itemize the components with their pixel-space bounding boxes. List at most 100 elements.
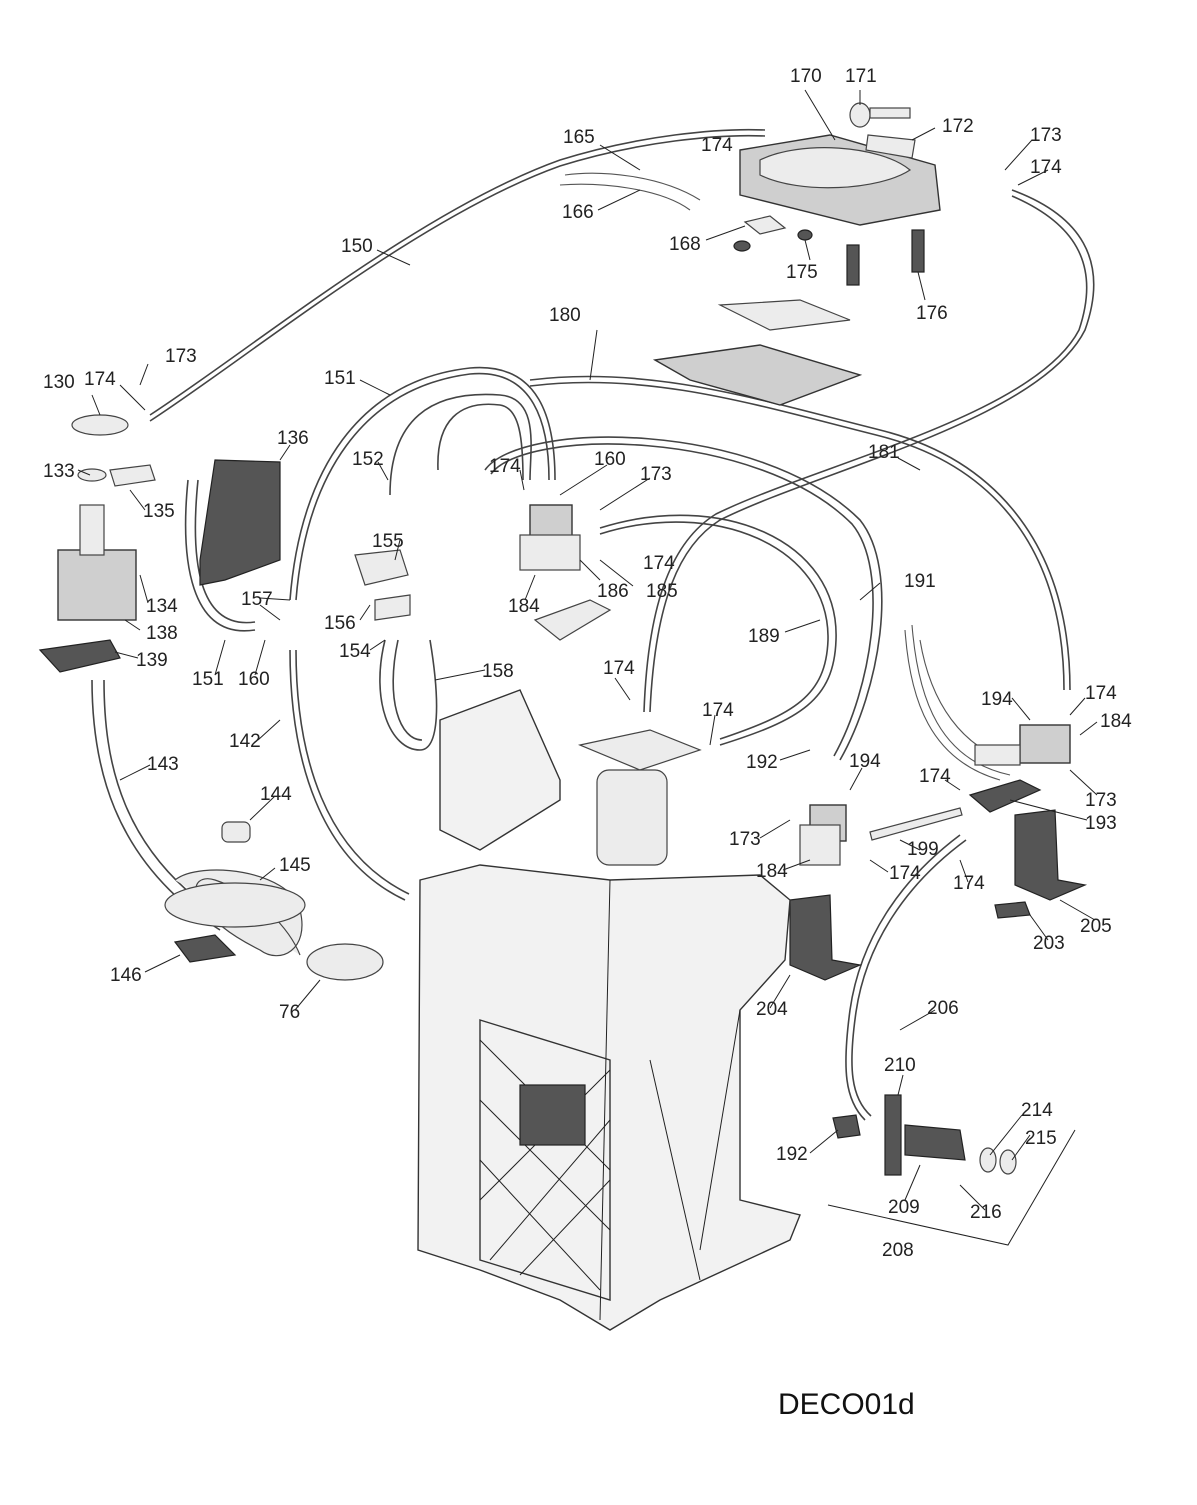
label-174: 174 xyxy=(489,456,521,477)
hose-181-inner xyxy=(643,195,1088,713)
label-209: 209 xyxy=(888,1197,920,1218)
label-133: 133 xyxy=(43,461,75,482)
label-151: 151 xyxy=(192,669,224,690)
hose-150 xyxy=(149,128,766,416)
label-157: 157 xyxy=(241,589,273,610)
part-193 xyxy=(968,779,1042,813)
label-151: 151 xyxy=(324,368,356,389)
oring-133 xyxy=(77,468,107,482)
hose-180 xyxy=(529,375,1071,691)
label-191: 191 xyxy=(904,571,936,592)
label-173: 173 xyxy=(640,464,672,485)
oring-215 xyxy=(999,1149,1017,1175)
label-176: 176 xyxy=(916,303,948,324)
base-plate xyxy=(652,344,863,406)
bracket-139 xyxy=(38,639,121,673)
label-173: 173 xyxy=(1030,125,1062,146)
fitting-135 xyxy=(109,464,156,487)
label-172: 172 xyxy=(942,116,974,137)
hose-206-inner xyxy=(851,839,967,1117)
label-185: 185 xyxy=(646,581,678,602)
hose-151-inner xyxy=(295,372,550,601)
valve-184-lower-body xyxy=(799,824,841,866)
hose-191-inner xyxy=(490,443,874,757)
label-205: 205 xyxy=(1080,916,1112,937)
valve-155 xyxy=(354,549,409,586)
nut-168 xyxy=(733,240,751,252)
label-160: 160 xyxy=(238,669,270,690)
label-174: 174 xyxy=(1085,683,1117,704)
label-174: 174 xyxy=(643,553,675,574)
hose-151b xyxy=(184,479,256,632)
part-76 xyxy=(306,943,384,981)
label-150: 150 xyxy=(341,236,373,257)
label-203: 203 xyxy=(1033,933,1065,954)
part-154 xyxy=(374,594,411,621)
diagram-code: DECO01d xyxy=(778,1388,915,1421)
label-166: 166 xyxy=(562,202,594,223)
hose-151 xyxy=(289,366,556,601)
bracket-205 xyxy=(1014,809,1088,901)
valve-194-coil xyxy=(974,744,1021,766)
hose-150-inner xyxy=(149,134,766,422)
valve-186 xyxy=(519,534,581,571)
label-138: 138 xyxy=(146,623,178,644)
coil-145-ring xyxy=(164,882,306,928)
valve-194 xyxy=(1019,724,1071,764)
hose-189 xyxy=(599,514,837,746)
bracket-136 xyxy=(199,459,281,586)
part-130 xyxy=(71,414,129,436)
hose-181 xyxy=(649,189,1095,713)
label-152: 152 xyxy=(352,449,384,470)
label-144: 144 xyxy=(260,784,292,805)
label-134: 134 xyxy=(146,596,178,617)
label-174: 174 xyxy=(1030,157,1062,178)
hose-189-inner xyxy=(599,521,829,740)
label-184: 184 xyxy=(508,596,540,617)
label-135: 135 xyxy=(143,501,175,522)
label-142: 142 xyxy=(229,731,261,752)
label-174: 174 xyxy=(84,369,116,390)
label-215: 215 xyxy=(1025,1128,1057,1149)
label-199: 199 xyxy=(907,839,939,860)
chassis-grille xyxy=(479,1019,611,1301)
screw-176 xyxy=(911,229,925,273)
nozzle-210 xyxy=(904,1124,966,1161)
hose-191 xyxy=(484,436,883,761)
label-204: 204 xyxy=(756,999,788,1020)
label-170: 170 xyxy=(790,66,822,87)
hose-158 xyxy=(379,639,438,751)
chassis-vent xyxy=(519,1084,586,1146)
label-181: 181 xyxy=(868,442,900,463)
pump-138 xyxy=(57,549,137,621)
label-216: 216 xyxy=(970,1202,1002,1223)
label-174: 174 xyxy=(919,766,951,787)
label-154: 154 xyxy=(339,641,371,662)
label-186: 186 xyxy=(597,581,629,602)
part-171 xyxy=(849,102,871,128)
label-194: 194 xyxy=(849,751,881,772)
part-203 xyxy=(994,901,1031,919)
label-145: 145 xyxy=(279,855,311,876)
bracket-under-184 xyxy=(533,599,612,641)
part-144 xyxy=(221,821,251,843)
nut-175 xyxy=(797,229,813,241)
hose-152b xyxy=(437,403,524,481)
label-155: 155 xyxy=(372,531,404,552)
boiler-170-top xyxy=(759,147,912,189)
label-193: 193 xyxy=(1085,813,1117,834)
label-136: 136 xyxy=(277,428,309,449)
hose-180-inner xyxy=(529,381,1065,691)
label-156: 156 xyxy=(324,613,356,634)
label-174: 174 xyxy=(603,658,635,679)
label-174: 174 xyxy=(889,863,921,884)
label-174: 174 xyxy=(702,700,734,721)
label-208: 208 xyxy=(882,1240,914,1261)
flowmeter-top xyxy=(577,729,702,771)
label-210: 210 xyxy=(884,1055,916,1076)
label-184: 184 xyxy=(756,861,788,882)
bracket-204 xyxy=(789,894,863,981)
bracket-208-line xyxy=(827,1129,1076,1246)
